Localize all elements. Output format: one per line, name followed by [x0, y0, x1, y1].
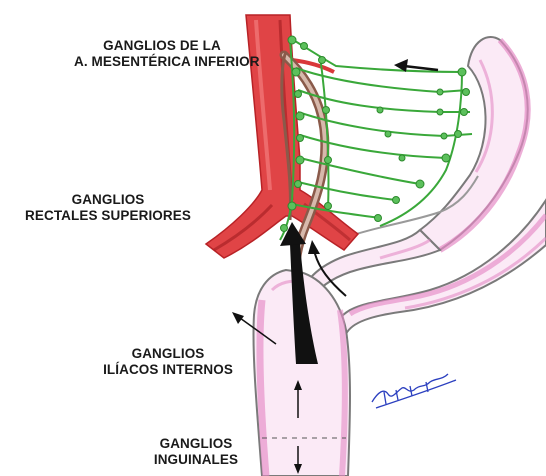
signature-scribble: [372, 374, 456, 408]
label-iliac-line2: ILÍACOS INTERNOS: [92, 362, 244, 378]
label-inguinal-line2: INGUINALES: [140, 452, 252, 468]
label-iliac-line1: GANGLIOS: [92, 346, 244, 362]
label-mesenteric-line1: GANGLIOS DE LA: [74, 38, 250, 54]
label-mesenteric-line2: A. MESENTÉRICA INFERIOR: [74, 54, 250, 70]
label-rectal-line1: GANGLIOS: [10, 192, 206, 208]
label-iliac-ganglia: GANGLIOS ILÍACOS INTERNOS: [92, 346, 244, 378]
label-rectal-ganglia: GANGLIOS RECTALES SUPERIORES: [10, 192, 206, 224]
label-inguinal-line1: GANGLIOS: [140, 436, 252, 452]
label-rectal-line2: RECTALES SUPERIORES: [10, 208, 206, 224]
label-mesenteric-ganglia: GANGLIOS DE LA A. MESENTÉRICA INFERIOR: [74, 38, 250, 70]
label-inguinal-ganglia: GANGLIOS INGUINALES: [140, 436, 252, 468]
